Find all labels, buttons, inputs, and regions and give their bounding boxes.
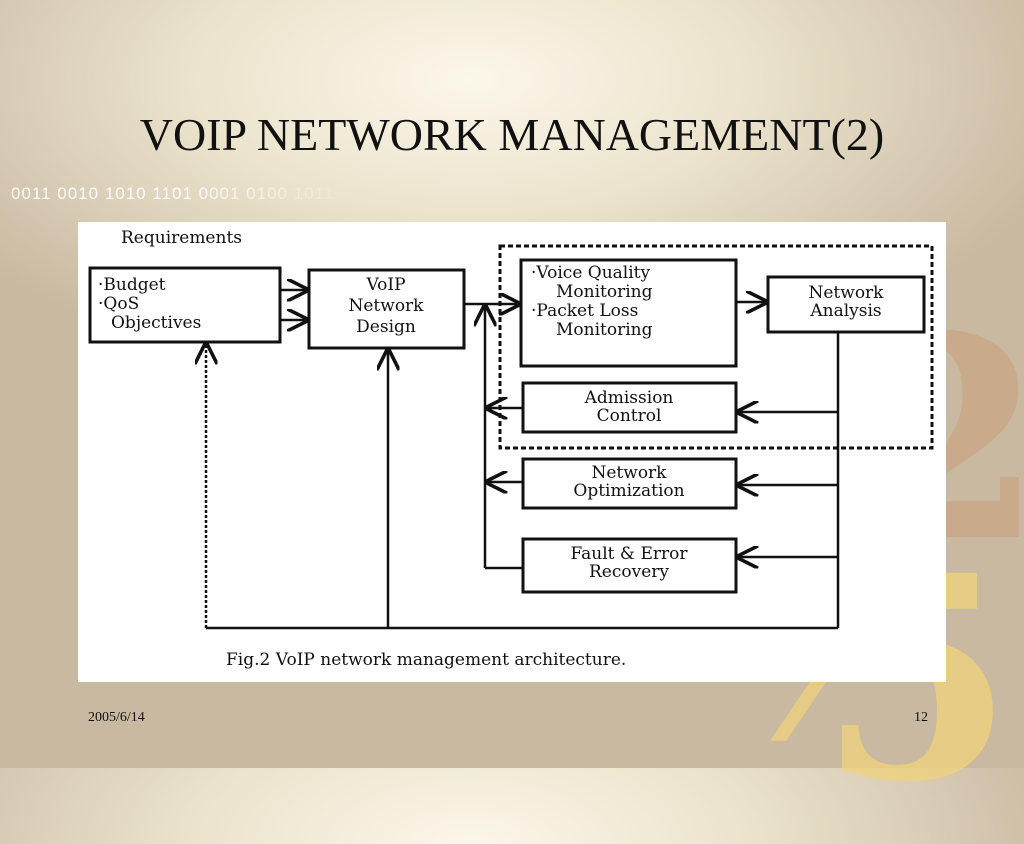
design-line-2: Network [349,296,425,316]
slide-title: VOIP NETWORK MANAGEMENT(2) [139,109,885,160]
architecture-figure: Requirements ·Budget ·QoS Objectives VoI… [78,222,946,682]
optimization-box [521,457,738,510]
admission-line-1: Admission [584,388,674,408]
recovery-line-1: Fault & Error [571,544,689,564]
footer-page-number: 12 [914,710,928,725]
monitoring-line-1: ·Voice Quality [531,263,651,283]
binary-strip: 0011 0010 1010 1101 0001 0100 1011 [11,184,335,203]
figure-caption: Fig.2 VoIP network management architectu… [226,650,627,670]
requirements-line-3: Objectives [111,313,201,333]
design-box [307,268,466,350]
requirements-box [88,266,282,344]
recovery-line-2: Recovery [589,562,669,582]
monitoring-line-2: Monitoring [556,282,653,302]
requirements-label: Requirements [121,228,243,248]
requirements-line-1: ·Budget [98,275,166,295]
requirements-line-2: ·QoS [98,294,139,314]
monitoring-loop-frame [498,244,934,450]
design-line-1: VoIP [365,275,405,295]
monitoring-line-4: Monitoring [556,320,653,340]
footer-date: 2005/6/14 [88,710,145,725]
analysis-line-1: Network [809,283,885,303]
admission-line-2: Control [597,406,662,426]
architecture-diagram: ·Budget ·QoS Objectives VoIP Network Des… [88,244,934,630]
analysis-line-2: Analysis [809,301,881,321]
admission-box [521,381,738,434]
optimization-line-2: Optimization [573,481,684,501]
optimization-line-1: Network [592,463,668,483]
recovery-box [521,537,738,594]
design-line-3: Design [356,317,416,337]
monitoring-line-3: ·Packet Loss [531,301,638,321]
monitoring-box [519,258,738,368]
